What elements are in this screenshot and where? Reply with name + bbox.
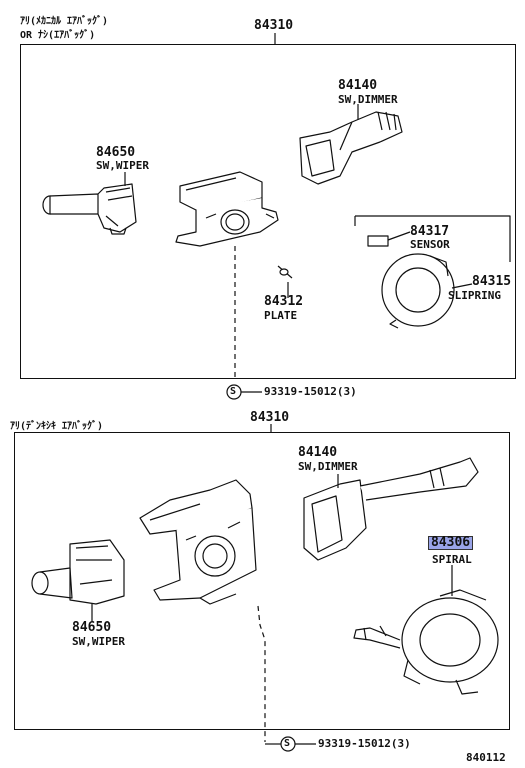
top-diagram-frame bbox=[20, 44, 516, 379]
top-plate-part bbox=[277, 265, 293, 298]
top-dimmer-switch-part bbox=[299, 104, 403, 185]
bottom-diagram-frame bbox=[14, 432, 510, 730]
top-dimmer-number: 84140 bbox=[338, 78, 378, 93]
bottom-wiper-number: 84650 bbox=[72, 620, 112, 635]
top-screw-label: 93319-15012(3) bbox=[264, 385, 357, 398]
top-switch-housing-part bbox=[175, 171, 279, 380]
bottom-switch-housing-part bbox=[139, 479, 266, 742]
bottom-wiper-name: SW,WIPER bbox=[72, 635, 125, 648]
top-header-line2: OR ﾅｼ(ｴｱﾊﾞｯｸﾞ) bbox=[20, 30, 96, 41]
bottom-screw-label: 93319-15012(3) bbox=[318, 737, 411, 750]
bottom-dimmer-switch-part bbox=[303, 457, 479, 561]
top-sensor-name: SENSOR bbox=[410, 238, 450, 251]
top-header-line1: ｱﾘ(ﾒｶﾆｶﾙ ｴｱﾊﾞｯｸﾞ) bbox=[20, 16, 109, 27]
top-slipring-number: 84315 bbox=[472, 274, 512, 289]
top-sensor-number: 84317 bbox=[410, 224, 450, 239]
top-assembly-number: 84310 bbox=[254, 18, 294, 33]
bottom-dimmer-name: SW,DIMMER bbox=[298, 460, 358, 473]
top-sensor-part bbox=[354, 215, 511, 262]
bottom-spiral-part bbox=[353, 565, 499, 695]
figure-id: 840112 bbox=[466, 751, 506, 764]
bottom-screw-symbol: S bbox=[284, 738, 291, 749]
bottom-assembly-number: 84310 bbox=[250, 410, 290, 425]
top-wiper-name: SW,WIPER bbox=[96, 159, 149, 172]
bottom-wiper-switch-part bbox=[31, 539, 125, 622]
top-wiper-switch-part bbox=[42, 172, 137, 235]
top-slipring-part bbox=[381, 253, 473, 329]
top-dimmer-name: SW,DIMMER bbox=[338, 93, 398, 106]
bottom-spiral-number[interactable]: 84306 bbox=[428, 536, 474, 550]
bottom-spiral-name: SPIRAL bbox=[432, 553, 472, 566]
top-screw-symbol: S bbox=[230, 386, 237, 397]
top-plate-name: PLATE bbox=[264, 309, 298, 322]
bottom-header: ｱﾘ(ﾃﾞﾝｷｼｷ ｴｱﾊﾞｯｸﾞ) bbox=[10, 421, 104, 432]
top-slipring-name: SLIPRING bbox=[448, 289, 501, 302]
bottom-dimmer-number: 84140 bbox=[298, 445, 338, 460]
top-plate-number: 84312 bbox=[264, 294, 304, 309]
top-wiper-number: 84650 bbox=[96, 145, 136, 160]
